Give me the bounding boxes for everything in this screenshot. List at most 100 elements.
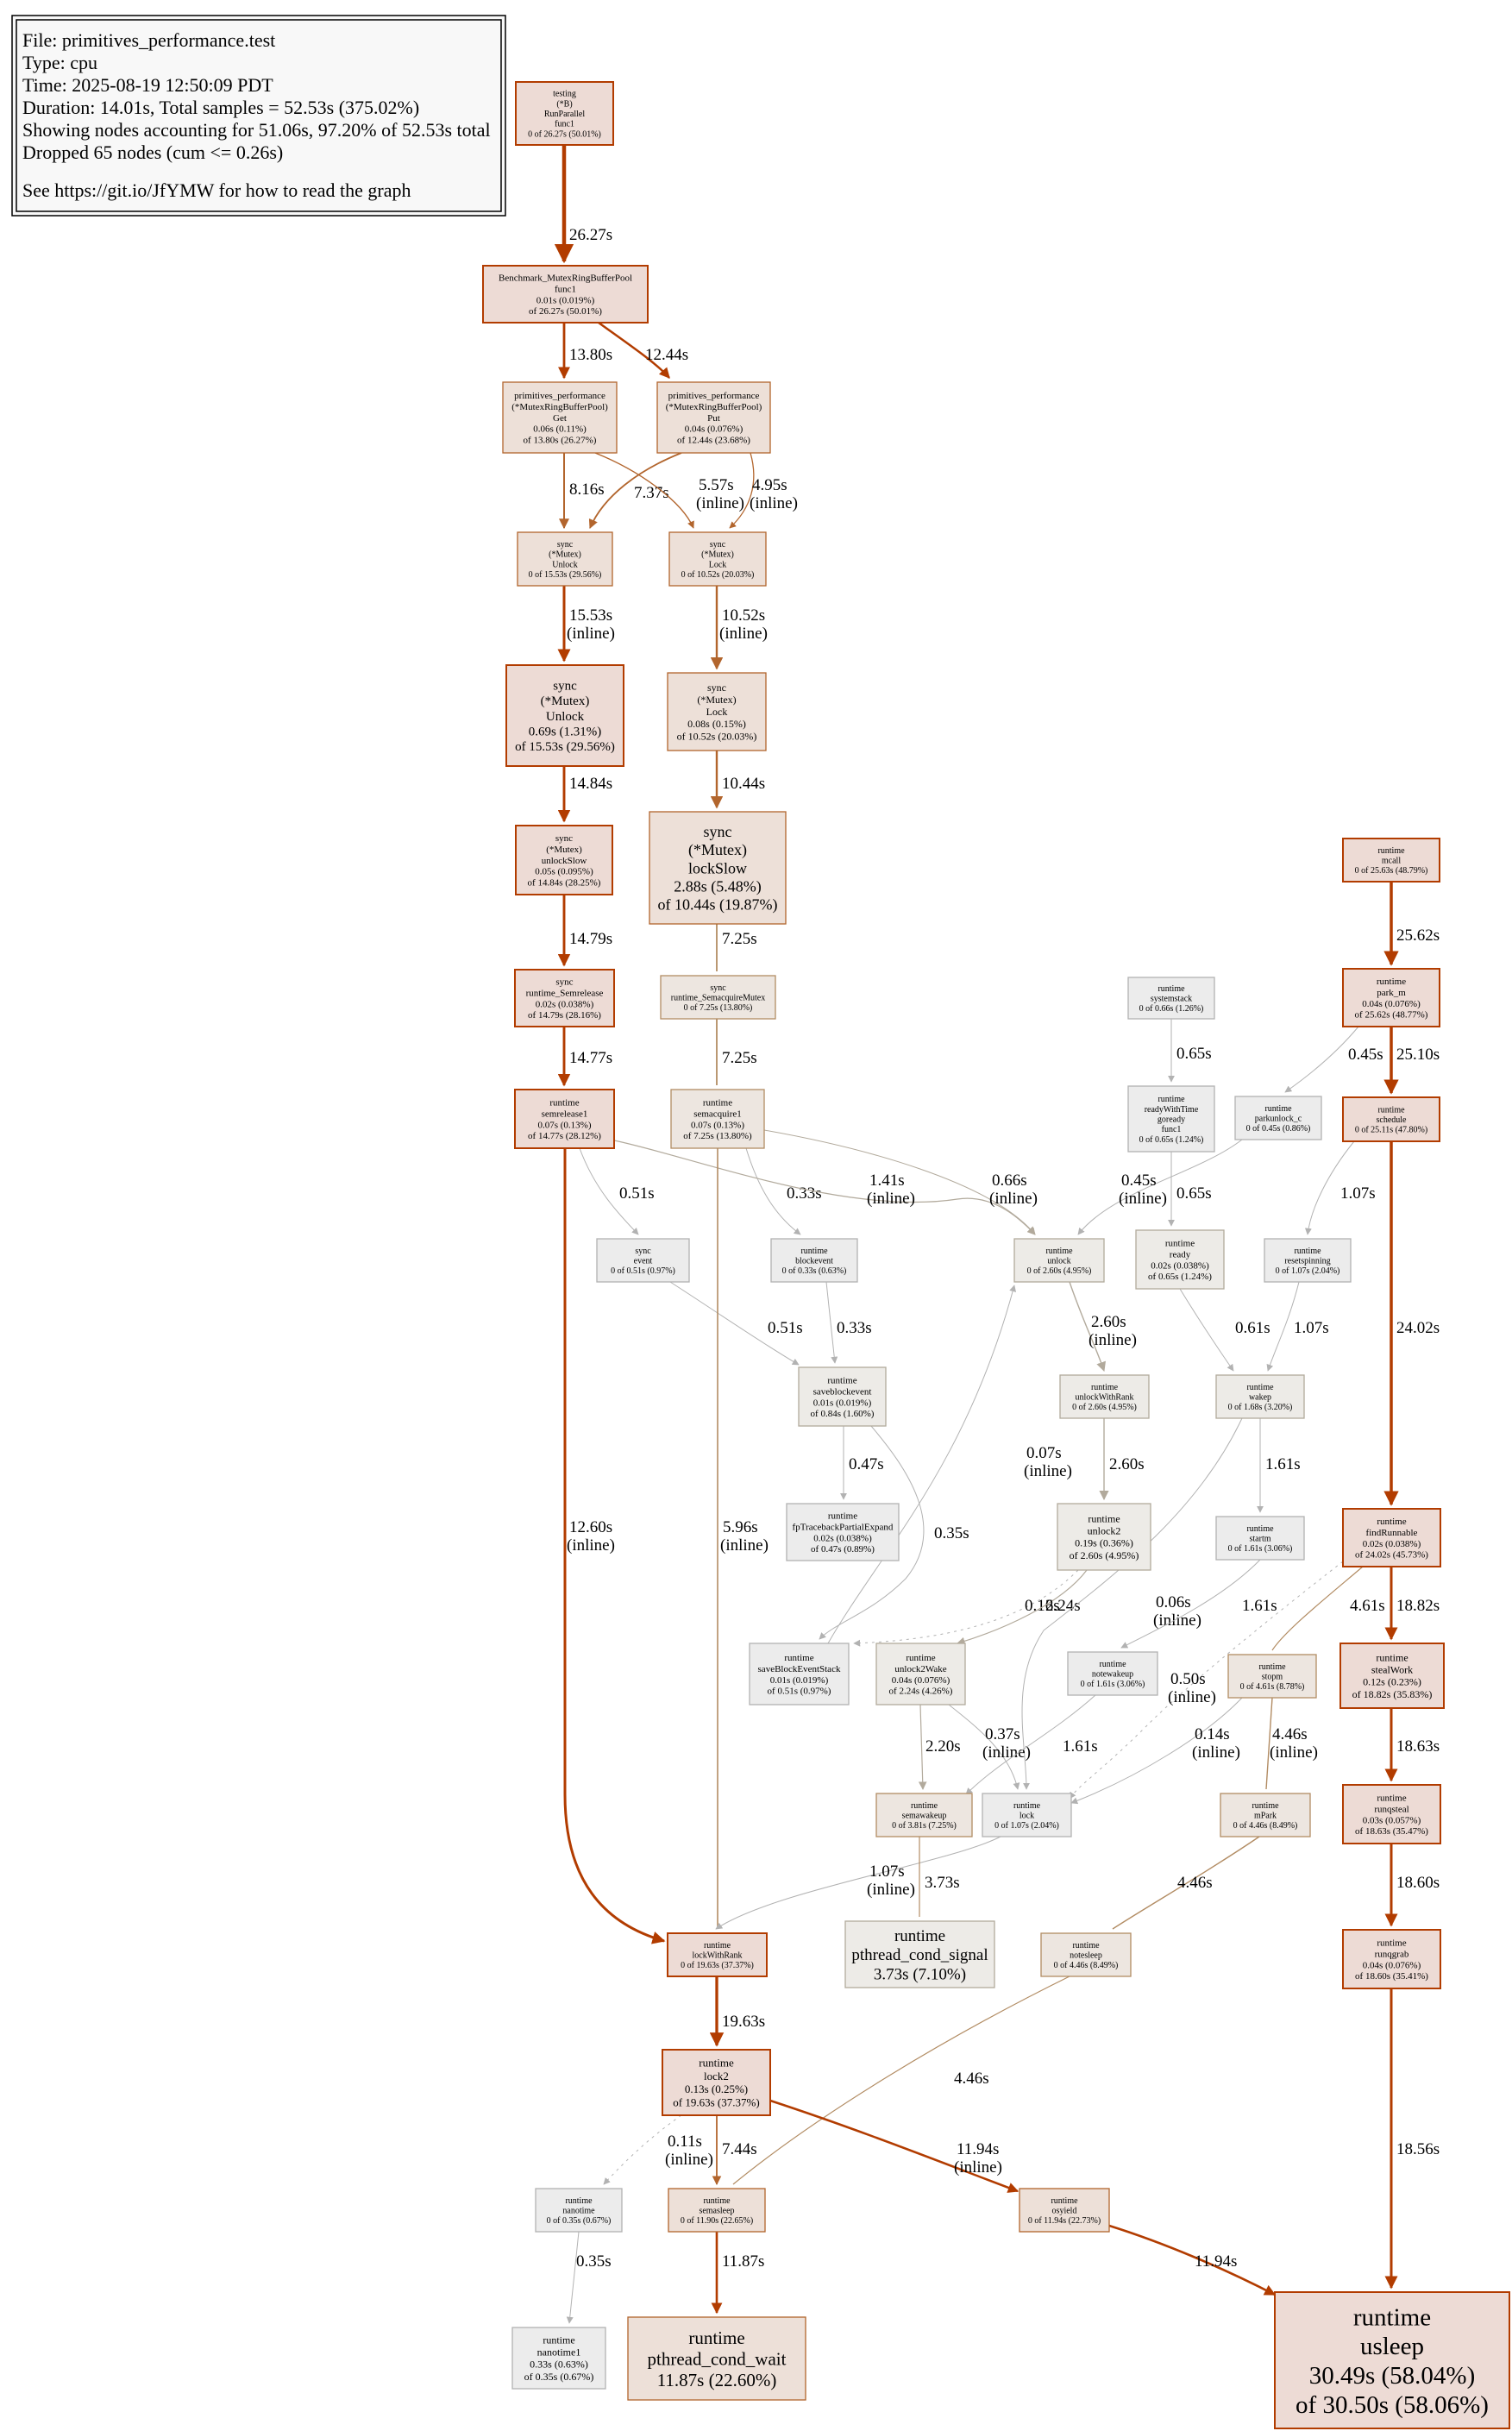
edge-pool_get-to-mutex_unlock_outer: 8.16s (559, 453, 605, 530)
edge-find_runnable-to-rt_lock: 0.50s(inline) (1069, 1561, 1344, 1800)
edge-weight-label: 0.47s (849, 1455, 884, 1473)
edge-line (732, 1976, 1070, 2185)
node-pool-get: primitives_performance(*MutexRingBufferP… (502, 381, 618, 454)
edge-line (1108, 2224, 1277, 2296)
edge-line (729, 452, 755, 529)
edge-weight-label: 0.66s (992, 1172, 1027, 1190)
edge-semawakeup-to-pthread_cond_signal: 3.73s (919, 1837, 960, 1917)
edge-weight-label: 0.45s (1348, 1046, 1383, 1064)
node-label: runtime (1072, 1941, 1100, 1950)
node-label: runtime (1377, 1517, 1406, 1527)
node-label: runtime (784, 1653, 813, 1663)
edge-line (827, 1285, 1017, 1644)
node-label: of 14.84s (28.25%) (528, 878, 601, 889)
edge-line (1120, 1559, 1261, 1649)
edge-weight-label: 0.51s (768, 1319, 803, 1337)
edge-unlock2_wake-to-semawakeup: 2.20s (918, 1704, 961, 1790)
edge-line (763, 1129, 1036, 1235)
node-label: 0 of 0.65s (1.24%) (1139, 1135, 1204, 1145)
edge-weight-label: 2.24s (1045, 1597, 1081, 1615)
edge-line (853, 1569, 1079, 1647)
edge-unlock2-to-unlock2_wake: 2.24s (957, 1569, 1088, 1646)
node-label: stopm (1262, 1673, 1283, 1682)
node-label: runtime (911, 1801, 938, 1811)
edge-weight-label: 13.80s (569, 346, 612, 364)
node-box (667, 1932, 768, 1977)
edge-weight-label: 2.60s (1091, 1313, 1126, 1331)
edge-parkunlock_c-to-rt_unlock: 0.45s(inline) (1077, 1139, 1243, 1235)
edge-inline-label: (inline) (954, 2158, 1002, 2177)
node-label: runtime (1045, 1247, 1073, 1256)
edge-saveblockevent-to-fp_traceback: 0.47s (840, 1426, 884, 1500)
node-label: runtime (1013, 1801, 1041, 1811)
edge-weight-label: 4.46s (1177, 1874, 1213, 1892)
node-box (1220, 1793, 1311, 1837)
edge-semrelease1-to-rt_unlock: 1.41s(inline) (613, 1140, 1036, 1235)
node-label: nanotime (562, 2207, 595, 2216)
node-box (1215, 1374, 1305, 1419)
node-box (668, 531, 767, 587)
node-label: usleep (1360, 2333, 1424, 2360)
edge-line (769, 2099, 1020, 2193)
edge-weight-label: 1.07s (1340, 1184, 1376, 1203)
node-label: 0 of 10.52s (20.03%) (681, 570, 755, 580)
node-label: of 7.25s (13.80%) (683, 1131, 752, 1141)
node-label: 2.88s (5.48%) (674, 877, 762, 895)
node-label: runtime (1252, 1801, 1279, 1811)
edge-line (594, 452, 694, 529)
node-box (1234, 1096, 1322, 1140)
node-box (1342, 838, 1440, 883)
edge-line (918, 1704, 927, 1790)
edge-inline-label: (inline) (1270, 1743, 1318, 1762)
node-label: of 18.82s (35.83%) (1352, 1688, 1433, 1700)
edge-line (598, 321, 670, 379)
edge-unlock2_wake-to-rt_lock: 0.37s(inline) (948, 1704, 1031, 1790)
node-label: runtime (1165, 1239, 1195, 1249)
node-box (1215, 1516, 1305, 1561)
edge-weight-label: 0.45s (1121, 1172, 1157, 1190)
node-box (515, 825, 613, 895)
node-box (667, 672, 767, 751)
node-box (798, 1366, 887, 1427)
edge-mutex_lock_outer-to-mutex_lock: 10.52s(inline) (710, 586, 768, 670)
edge-semrelease-to-semrelease1: 14.77s (557, 1027, 612, 1087)
node-box (514, 969, 615, 1027)
node-label: 0.01s (0.019%) (536, 295, 595, 305)
node-label: runqsteal (1374, 1804, 1408, 1814)
node-label: func1 (1162, 1125, 1182, 1134)
node-label: 0 of 25.63s (48.79%) (1355, 866, 1428, 876)
node-label: runtime (828, 1511, 857, 1522)
node-label: RunParallel (544, 110, 585, 119)
edge-testing_runparallel-to-benchmark_func1: 26.27s (554, 145, 612, 264)
node-label: runtime (827, 1376, 856, 1386)
edge-line (715, 1836, 1001, 1930)
node-label: mcall (1382, 857, 1401, 866)
node-label: (*Mutex) (541, 694, 590, 708)
edge-pool_put-to-mutex_lock_outer: 4.95s(inline) (729, 452, 798, 529)
node-label: fpTracebackPartialExpand (793, 1522, 894, 1532)
edge-line (1069, 1281, 1107, 1373)
edge-inline-label: (inline) (665, 2151, 713, 2169)
node-label: systemstack (1151, 995, 1192, 1004)
node-box (1067, 1651, 1158, 1696)
edge-save_block_event_stack-to-rt_unlock: 0.07s(inline) (827, 1285, 1072, 1644)
node-label: unlockSlow (542, 856, 587, 866)
edge-inline-label: (inline) (867, 1881, 915, 1899)
node-box (1227, 1654, 1317, 1699)
node-label: saveBlockEventStack (758, 1664, 841, 1674)
node-label: 0.13s (0.25%) (685, 2082, 748, 2095)
